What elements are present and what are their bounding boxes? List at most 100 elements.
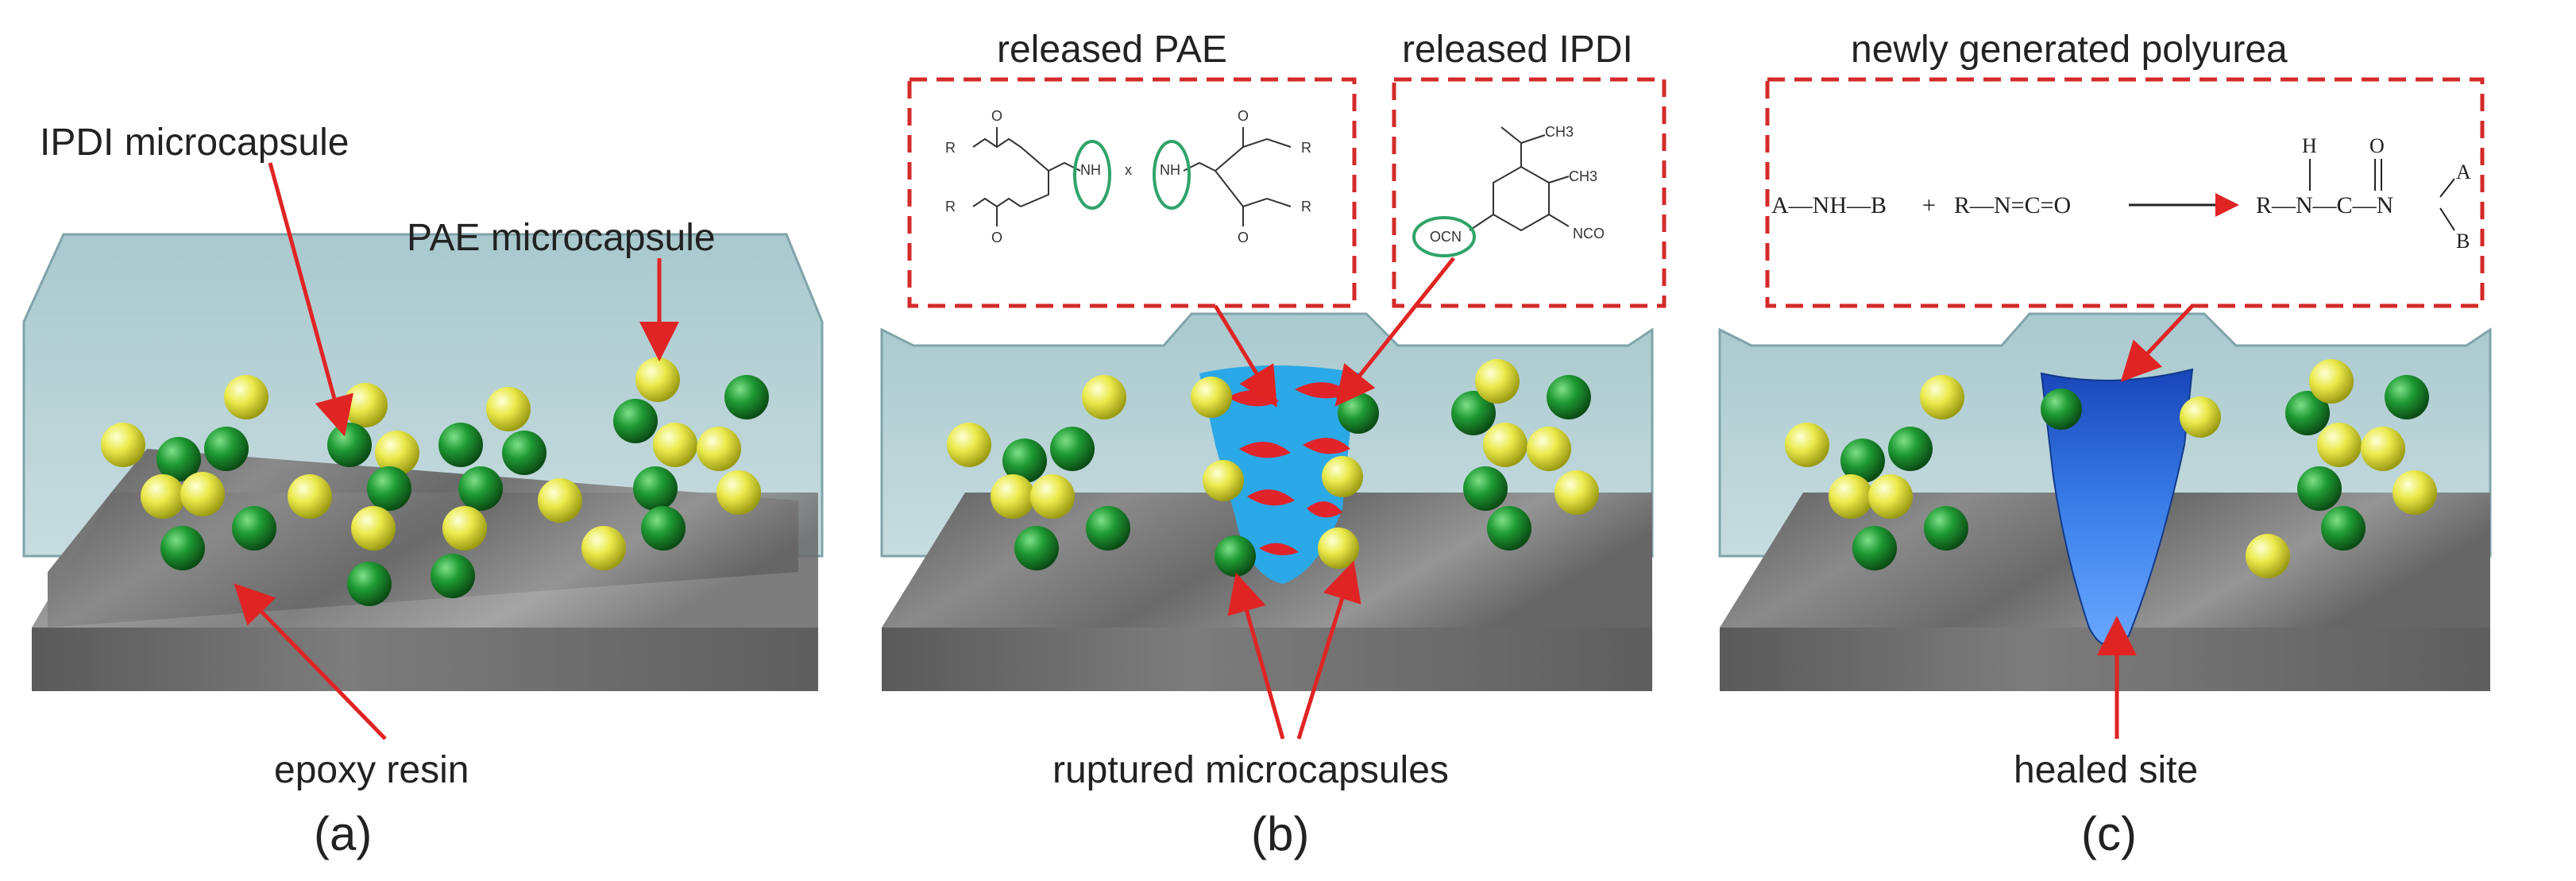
pae-microcapsule bbox=[2361, 427, 2405, 471]
svg-text:O: O bbox=[1238, 108, 1249, 124]
arrow-to-resin bbox=[234, 583, 387, 740]
ipdi-microcapsule bbox=[2041, 388, 2082, 430]
ipdi-microcapsule bbox=[1840, 439, 1885, 483]
pae-microcapsule bbox=[653, 423, 697, 467]
ipdi-microcapsule bbox=[1463, 466, 1508, 511]
pae-microcapsule bbox=[224, 375, 268, 419]
pae-microcapsule bbox=[1829, 474, 1873, 519]
label-pae-microcapsule: PAE microcapsule bbox=[407, 217, 716, 259]
pae-microcapsule bbox=[635, 357, 680, 402]
ruptured-ipdi-microcapsule bbox=[1338, 392, 1379, 434]
ipdi-microcapsule bbox=[1050, 427, 1095, 471]
arrow-to-ruptured-left bbox=[1227, 572, 1285, 740]
ipdi-microcapsule bbox=[2385, 375, 2429, 419]
panel-a: IPDI microcapsule PAE microcapsule epoxy… bbox=[22, 122, 824, 860]
pae-microcapsule bbox=[581, 526, 626, 570]
microcapsules-a bbox=[101, 357, 769, 606]
arrow-to-ipdi bbox=[268, 162, 353, 437]
pae-microcapsule bbox=[2317, 423, 2362, 467]
svg-text:R: R bbox=[1301, 140, 1311, 156]
ruptured-pae-microcapsule bbox=[1322, 456, 1363, 497]
panel-label-c: (c) bbox=[2081, 807, 2137, 860]
panel-label-b: (b) bbox=[1251, 807, 1309, 860]
svg-text:NH: NH bbox=[1160, 162, 1180, 178]
pae-microcapsule bbox=[1030, 474, 1075, 519]
ipdi-microcapsule bbox=[327, 423, 372, 467]
pae-structure-text: R O R O NH x NH R O R O bbox=[945, 108, 1311, 245]
polyurea-reaction-box bbox=[1765, 77, 2485, 308]
nh-highlight-right bbox=[1153, 140, 1191, 210]
label-healed-site: healed site bbox=[2014, 749, 2198, 791]
pae-microcapsule bbox=[697, 427, 741, 471]
pae-microcapsule bbox=[101, 423, 145, 467]
ipdi-microcapsule bbox=[438, 423, 483, 467]
label-released-ipdi: released IPDI bbox=[1402, 29, 1633, 71]
ipdi-microcapsule bbox=[1487, 506, 1531, 551]
metal-substrate-front bbox=[882, 628, 1652, 691]
ipdi-microcapsule bbox=[1888, 427, 1933, 471]
pae-microcapsule bbox=[1483, 423, 1527, 467]
ipdi-microcapsule bbox=[367, 466, 411, 511]
metal-substrate-front bbox=[32, 628, 818, 691]
ipdi-microcapsule bbox=[1924, 506, 1968, 551]
ipdi-microcapsule bbox=[160, 526, 205, 570]
microcapsules-b bbox=[947, 359, 1599, 577]
panel-label-a: (a) bbox=[314, 807, 372, 860]
pae-microcapsule bbox=[1920, 375, 1964, 419]
pae-microcapsule bbox=[538, 478, 582, 523]
label-newly-generated-polyurea: newly generated polyurea bbox=[1851, 29, 2288, 71]
product-polyurea: R—N—C—N bbox=[2256, 192, 2393, 218]
arrow-to-healed-polyurea bbox=[2120, 304, 2194, 382]
pae-microcapsule bbox=[1475, 359, 1520, 404]
ipdi-structure bbox=[1469, 126, 1570, 232]
pae-microcapsule bbox=[716, 470, 761, 515]
svg-text:NCO: NCO bbox=[1573, 226, 1605, 242]
svg-text:CH3: CH3 bbox=[1545, 124, 1574, 140]
label-epoxy-resin: epoxy resin bbox=[274, 749, 469, 791]
pae-microcapsule bbox=[351, 506, 396, 551]
pae-microcapsule bbox=[343, 383, 388, 427]
label-released-pae: released PAE bbox=[997, 29, 1227, 71]
pae-microcapsule bbox=[2246, 534, 2290, 578]
svg-text:CH3: CH3 bbox=[1569, 168, 1597, 184]
svg-text:x: x bbox=[1125, 162, 1132, 178]
pae-microcapsule bbox=[1868, 474, 1913, 519]
svg-text:OCN: OCN bbox=[1430, 229, 1462, 245]
product-a: A bbox=[2456, 160, 2471, 184]
ipdi-microcapsule bbox=[2285, 391, 2330, 435]
pae-microcapsule bbox=[1082, 375, 1126, 419]
ipdi-microcapsule bbox=[1002, 439, 1047, 483]
ipdi-microcapsule bbox=[2297, 466, 2342, 511]
nh-highlight-left bbox=[1073, 140, 1111, 210]
pae-microcapsule bbox=[288, 474, 332, 519]
reaction-equation: A—NH—B + R—N=C=O R—N—C—N H O A B bbox=[1771, 134, 2471, 253]
ipdi-microcapsule bbox=[641, 506, 686, 551]
arrow-pae-to-crack bbox=[1213, 304, 1277, 408]
label-ruptured-microcapsules: ruptured microcapsules bbox=[1052, 749, 1449, 791]
pae-microcapsule bbox=[1527, 427, 1571, 471]
svg-text:R: R bbox=[945, 199, 956, 214]
svg-text:NH: NH bbox=[1080, 162, 1101, 178]
ipdi-microcapsule bbox=[1547, 375, 1591, 419]
ipdi-microcapsule bbox=[1014, 526, 1059, 570]
product-b: B bbox=[2456, 230, 2470, 253]
ipdi-microcapsule bbox=[2321, 506, 2366, 551]
ipdi-microcapsule bbox=[1086, 506, 1130, 551]
panel-c: newly generated polyurea A—NH—B + R—N=C=… bbox=[1718, 29, 2492, 860]
ipdi-microcapsule bbox=[347, 562, 392, 606]
ipdi-microcapsule bbox=[156, 437, 201, 481]
product-o: O bbox=[2369, 134, 2385, 157]
microcapsules-c bbox=[1785, 359, 2437, 578]
pae-microcapsule bbox=[947, 423, 991, 467]
label-ipdi-microcapsule: IPDI microcapsule bbox=[40, 122, 349, 164]
released-ipdi-box bbox=[1392, 77, 1666, 308]
ipdi-microcapsule bbox=[204, 427, 249, 471]
ruptured-pae-microcapsule bbox=[1203, 460, 1244, 501]
svg-text:O: O bbox=[1238, 230, 1249, 245]
ipdi-microcapsule bbox=[431, 554, 475, 598]
pae-microcapsule bbox=[141, 474, 185, 519]
pae-microcapsule bbox=[2393, 470, 2437, 515]
ipdi-microcapsule bbox=[1852, 526, 1897, 570]
svg-text:O: O bbox=[991, 108, 1002, 124]
